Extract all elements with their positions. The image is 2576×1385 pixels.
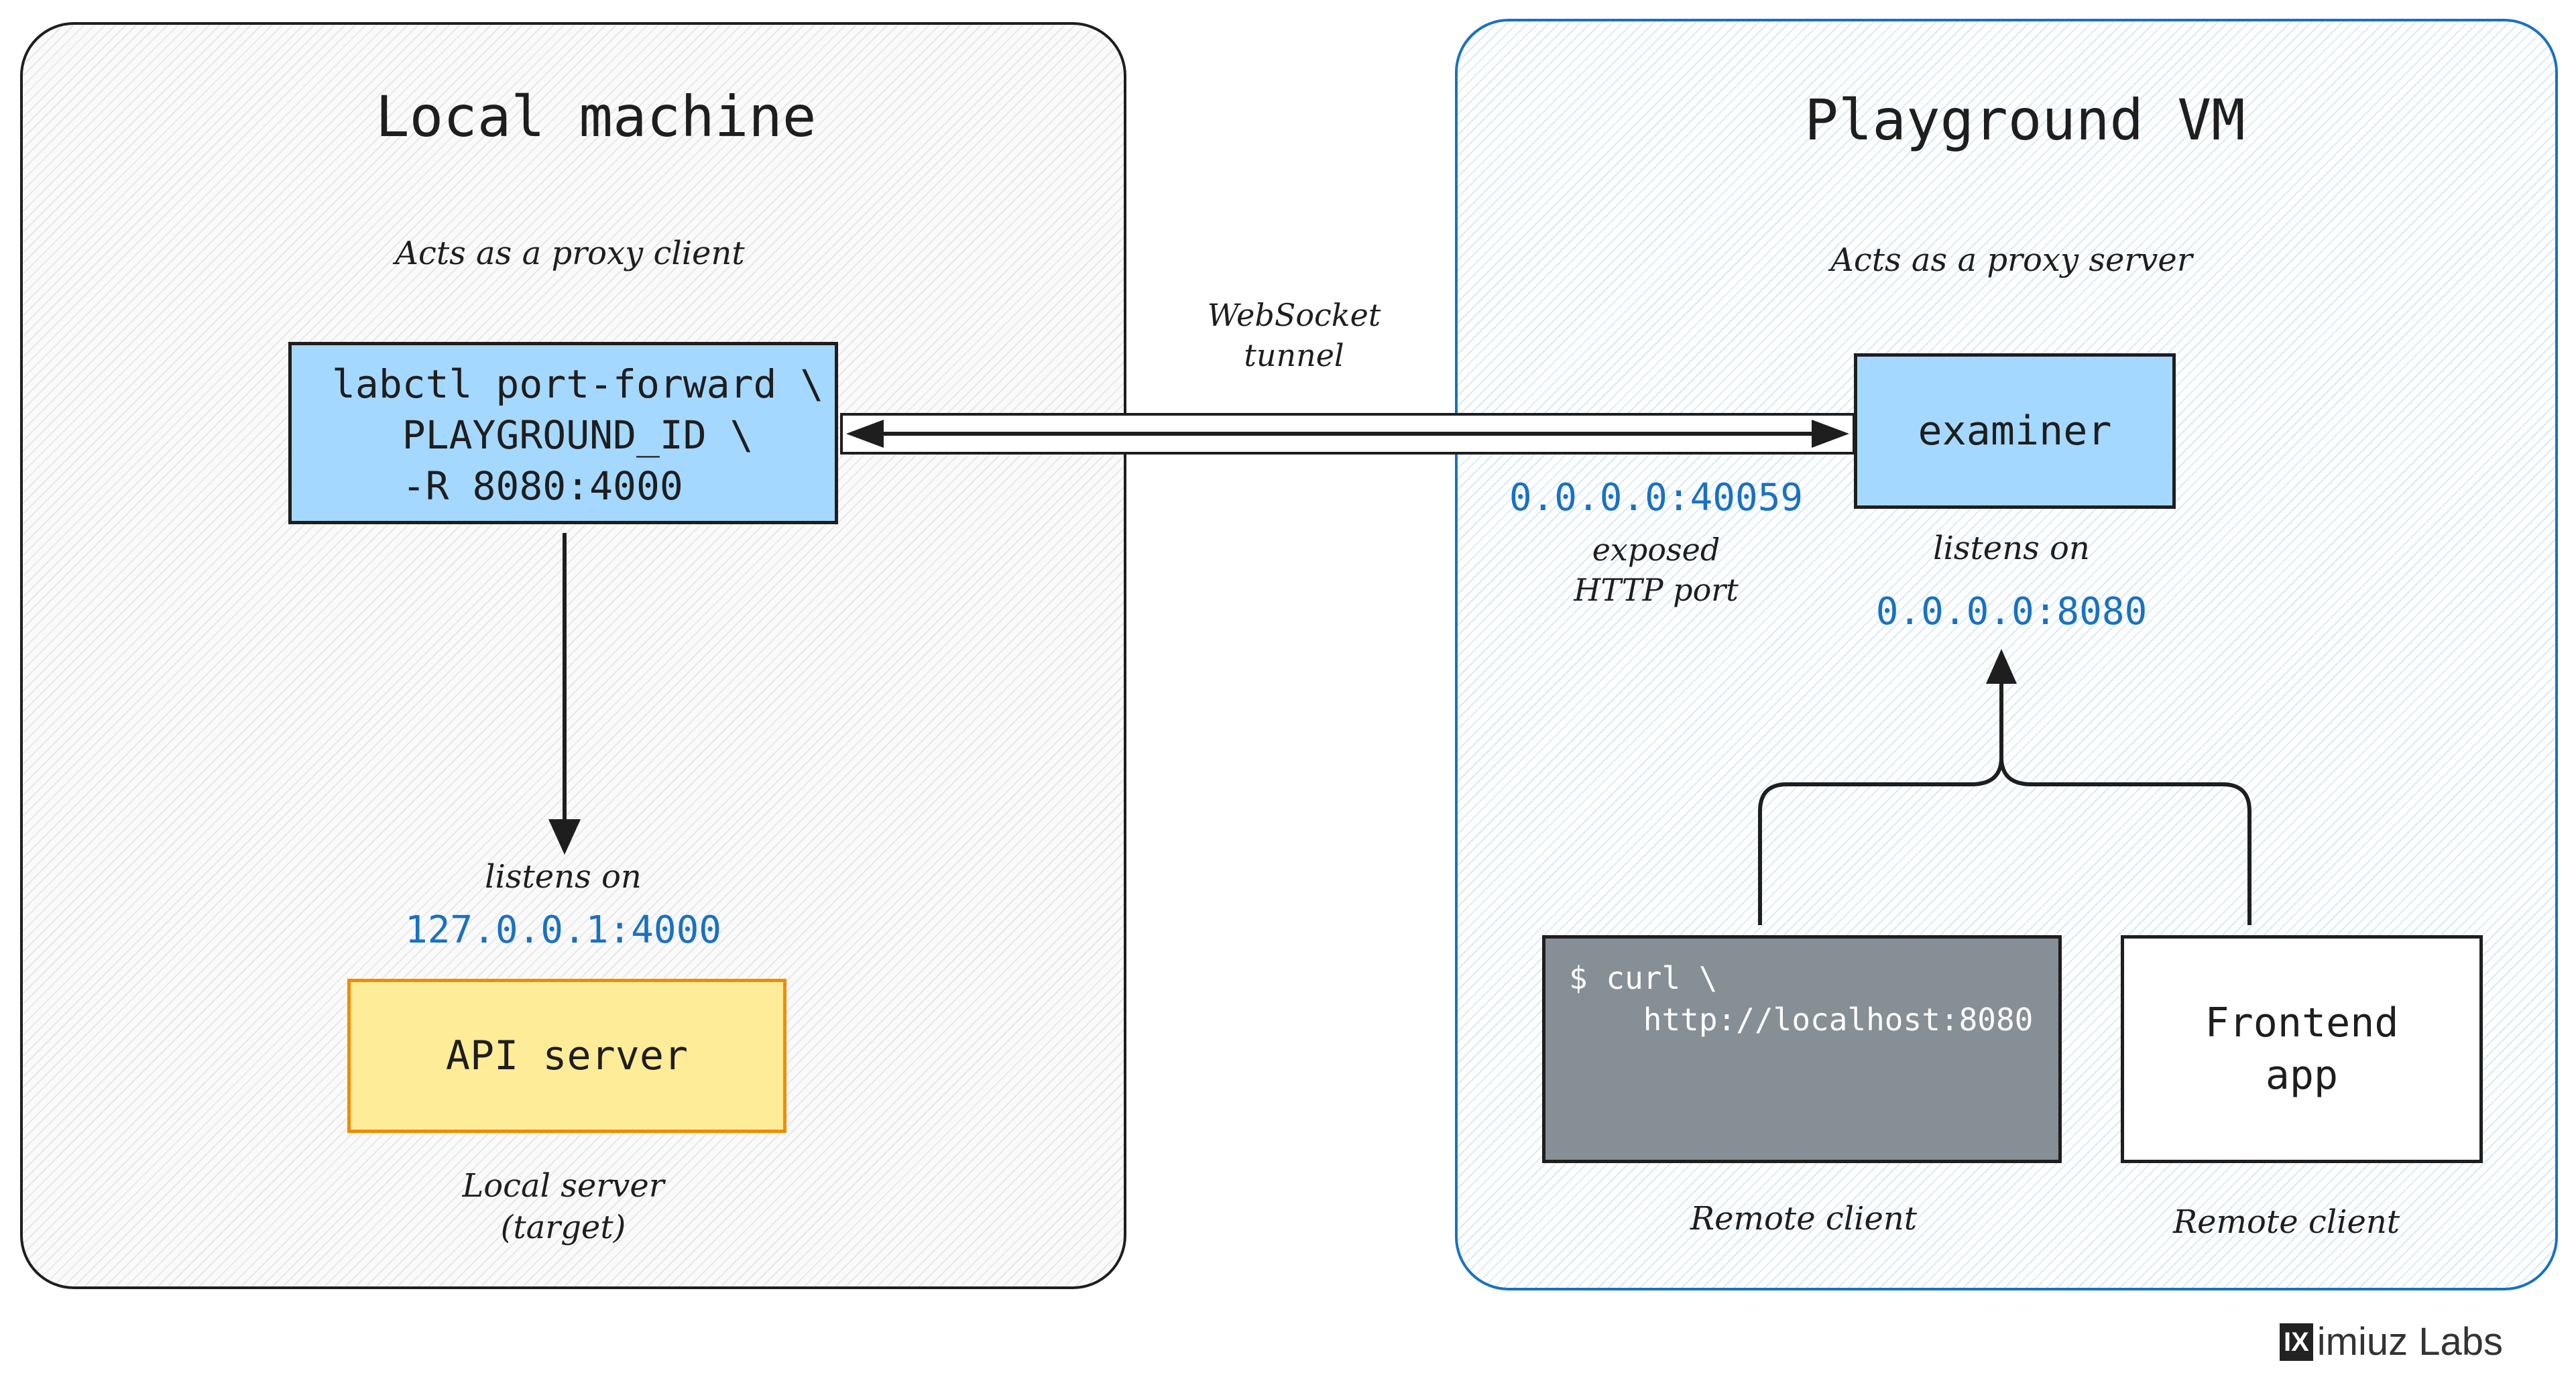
local-machine-title: Local machine bbox=[375, 84, 817, 149]
frontend-branch-line bbox=[1999, 757, 2251, 925]
iximiuz-labs-logo: IX imiuz Labs bbox=[2280, 1319, 2503, 1364]
frontend-app-label: Frontend app bbox=[2205, 1000, 2399, 1099]
vm-listen-address: 0.0.0.0:8080 bbox=[1875, 590, 2148, 634]
api-server-label: API server bbox=[445, 1032, 689, 1079]
examiner-label: examiner bbox=[1918, 408, 2112, 455]
curl-remote-client-caption: Remote client bbox=[1690, 1200, 1918, 1238]
curl-command: $ curl \ http://localhost:8080 bbox=[1569, 960, 2034, 1038]
forward-arrowhead bbox=[548, 819, 581, 855]
tunnel-arrowhead-right bbox=[1812, 420, 1849, 448]
exposed-port-caption: exposed HTTP port bbox=[1574, 532, 1739, 608]
curl-client-box: $ curl \ http://localhost:8080 bbox=[1542, 935, 2062, 1163]
tunnel-arrowhead-left bbox=[846, 420, 884, 448]
ix-badge: IX bbox=[2280, 1323, 2313, 1361]
local-server-caption: Local server (target) bbox=[462, 1167, 664, 1246]
local-listen-address: 127.0.0.1:4000 bbox=[404, 908, 721, 952]
proxy-client-label: Acts as a proxy client bbox=[395, 235, 745, 272]
curl-branch-line bbox=[1758, 757, 2003, 925]
proxy-server-label: Acts as a proxy server bbox=[1830, 241, 2192, 279]
vm-listens-label: listens on bbox=[1933, 530, 2090, 567]
exposed-port-address: 0.0.0.0:40059 bbox=[1509, 476, 1804, 520]
brand-name: imiuz Labs bbox=[2317, 1320, 2504, 1364]
playground-vm-title: Playground VM bbox=[1804, 87, 2245, 153]
frontend-remote-client-caption: Remote client bbox=[2172, 1203, 2400, 1241]
port-forward-command-box: labctl port-forward \ PLAYGROUND_ID \ -R… bbox=[288, 342, 838, 524]
websocket-tunnel-label: WebSocket tunnel bbox=[1207, 297, 1381, 373]
api-server-box: API server bbox=[347, 979, 786, 1133]
merge-arrowhead bbox=[1986, 649, 2017, 684]
port-forward-command: labctl port-forward \ PLAYGROUND_ID \ -R… bbox=[332, 361, 824, 509]
local-listens-label: listens on bbox=[485, 858, 642, 896]
frontend-app-box: Frontend app bbox=[2121, 935, 2483, 1163]
examiner-box: examiner bbox=[1854, 353, 2176, 509]
